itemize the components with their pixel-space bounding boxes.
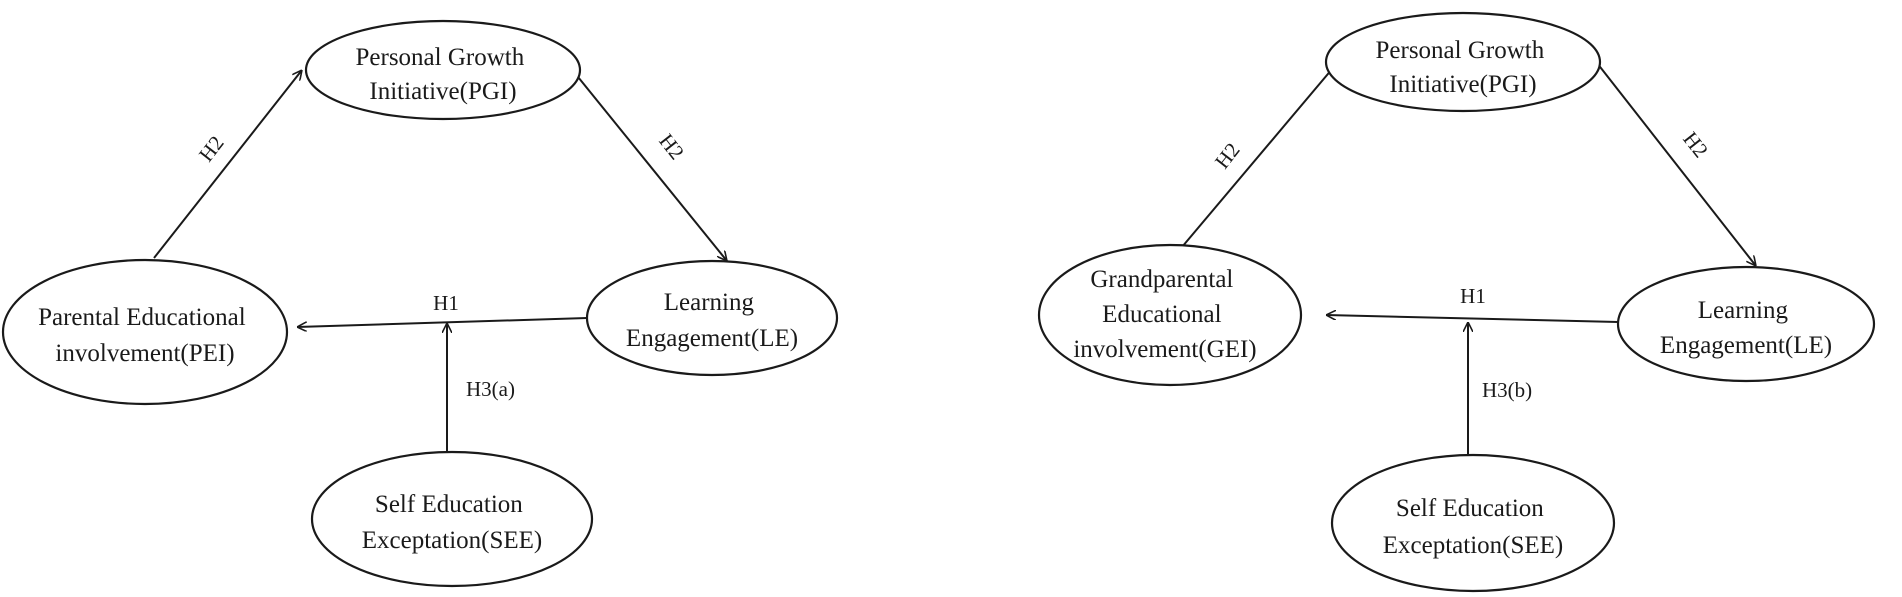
node-pgi-ellipse: [1324, 11, 1602, 113]
node-see-text: Self Education Exceptation(SEE): [1383, 495, 1564, 559]
node-pei-line-1: Parental Educational: [38, 304, 246, 331]
node-see: Self Education Exceptation(SEE): [1330, 453, 1616, 593]
node-pgi-line-2: Initiative(PGI): [1389, 71, 1536, 98]
node-gei-line-1: Grandparental: [1090, 266, 1233, 293]
node-pei-text: Parental Educational involvement(PEI): [38, 304, 252, 367]
edge-le-to-pei-label: H1: [433, 291, 459, 315]
node-gei: Grandparental Educational involvement(GE…: [1037, 243, 1303, 387]
node-see-text: Self Education Exceptation(SEE): [362, 491, 543, 554]
node-see-line-1: Self Education: [375, 491, 523, 518]
node-pei: Parental Educational involvement(PEI): [1, 258, 289, 406]
node-see: Self Education Exceptation(SEE): [310, 450, 594, 588]
node-le-text: Learning Engagement(LE): [626, 289, 798, 352]
node-see-line-2: Exceptation(SEE): [1383, 532, 1564, 559]
node-pgi-line-2: Initiative(PGI): [369, 78, 516, 105]
edge-pei-to-pgi-label: H2: [194, 131, 229, 166]
node-pgi: Personal Growth Initiative(PGI): [1324, 11, 1602, 113]
node-pgi: Personal Growth Initiative(PGI): [304, 19, 582, 121]
node-pei-line-2: involvement(PEI): [55, 340, 234, 367]
edge-pgi-to-le-label: H2: [1678, 127, 1713, 162]
edge-le-to-pei-arrow: [297, 317, 588, 327]
node-le-ellipse: [1616, 265, 1876, 383]
edge-gei-to-pgi-label: H2: [1210, 138, 1245, 173]
diagram-left: H2 H2 H1 H3(a) Personal Growth Initiativ…: [1, 19, 839, 588]
node-le-text: Learning Engagement(LE): [1660, 297, 1832, 359]
node-le-line-1: Learning: [664, 289, 755, 316]
edge-le-to-gei-arrow: [1326, 315, 1619, 323]
node-pgi-text: Personal Growth Initiative(PGI): [356, 44, 531, 105]
node-see-ellipse: [310, 450, 594, 588]
edge-pei-to-pgi-arrow: [153, 70, 302, 259]
node-gei-line-2: Educational: [1102, 301, 1221, 328]
diagram-right: H2 H2 H1 H3(b) Personal Growth Initiativ…: [1037, 11, 1876, 593]
node-gei-ellipse: [1037, 243, 1303, 387]
edge-pgi-to-le-arrow: [573, 71, 727, 261]
edge-pgi-to-le-label: H2: [654, 129, 689, 164]
node-pgi-ellipse: [304, 19, 582, 121]
node-see-line-2: Exceptation(SEE): [362, 527, 543, 554]
edge-le-to-gei-label: H1: [1460, 284, 1486, 308]
node-le-ellipse: [585, 259, 839, 377]
node-le-line-1: Learning: [1698, 297, 1789, 324]
node-pgi-text: Personal Growth Initiative(PGI): [1376, 37, 1551, 98]
edge-see-to-h1-label: H3(a): [466, 377, 515, 401]
node-le: Learning Engagement(LE): [1616, 265, 1876, 383]
node-gei-text: Grandparental Educational involvement(GE…: [1073, 266, 1256, 363]
node-le: Learning Engagement(LE): [585, 259, 839, 377]
node-see-ellipse: [1330, 453, 1616, 593]
node-pgi-line-1: Personal Growth: [1376, 37, 1545, 64]
node-le-line-2: Engagement(LE): [626, 325, 798, 352]
node-gei-line-3: involvement(GEI): [1073, 336, 1256, 363]
edge-gei-to-pgi-arrow: [1181, 62, 1338, 248]
edge-see-to-h1-label: H3(b): [1482, 378, 1532, 402]
edge-pgi-to-le-arrow: [1596, 62, 1756, 266]
node-le-line-2: Engagement(LE): [1660, 332, 1832, 359]
node-pei-ellipse: [1, 258, 289, 406]
node-see-line-1: Self Education: [1396, 495, 1544, 522]
node-pgi-line-1: Personal Growth: [356, 44, 525, 71]
